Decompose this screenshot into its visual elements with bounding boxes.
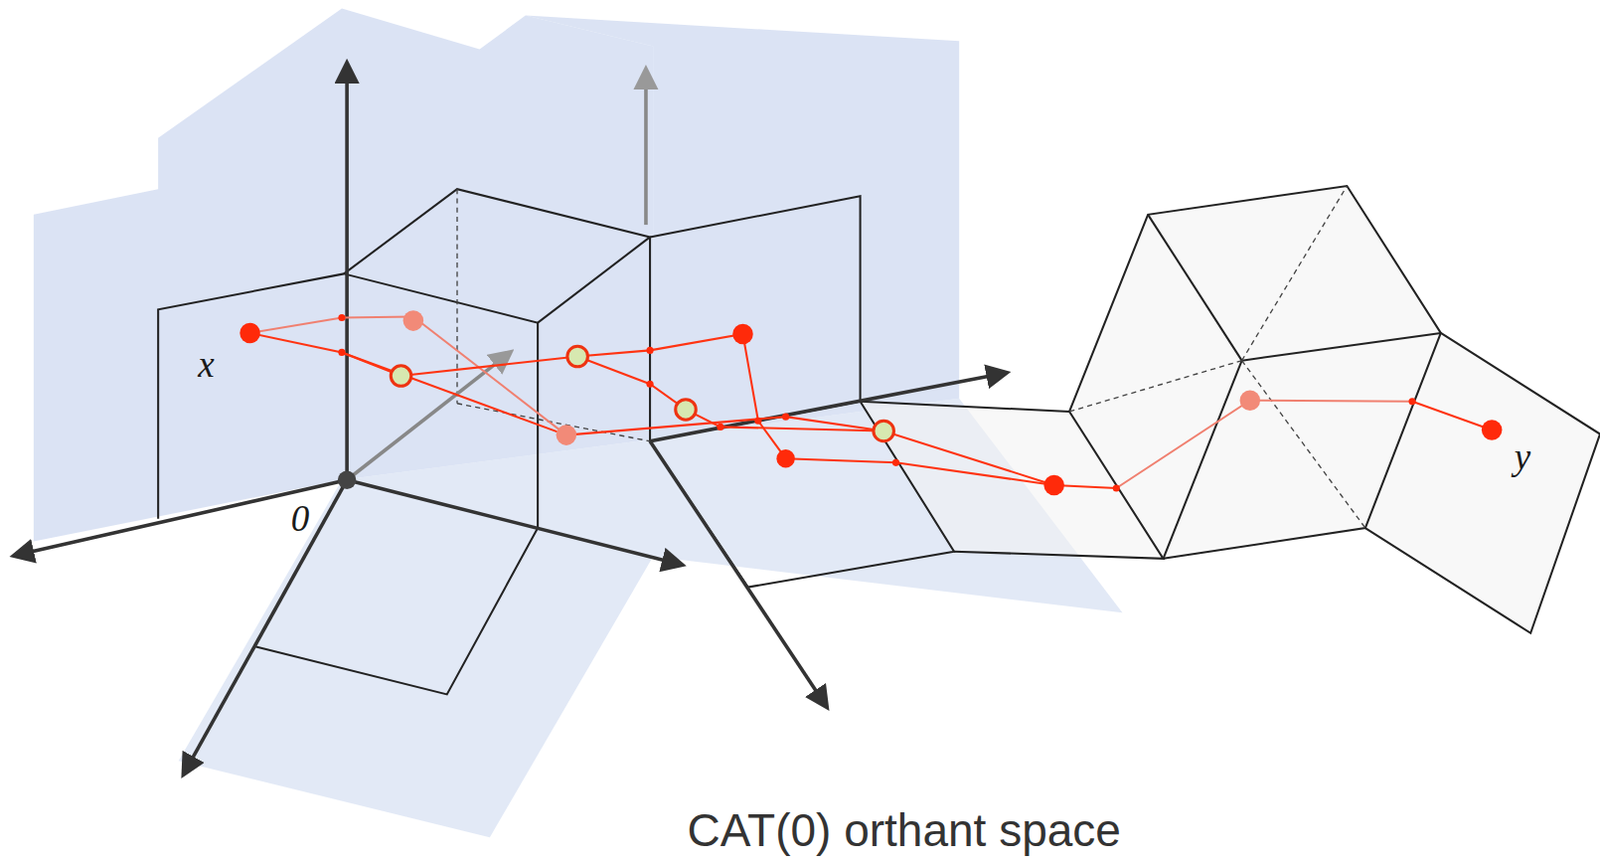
point-label: y [1514,434,1531,478]
caption: CAT(0) orthant space [687,802,1121,857]
origin-label: 0 [291,495,311,539]
point-label: x [197,341,214,385]
